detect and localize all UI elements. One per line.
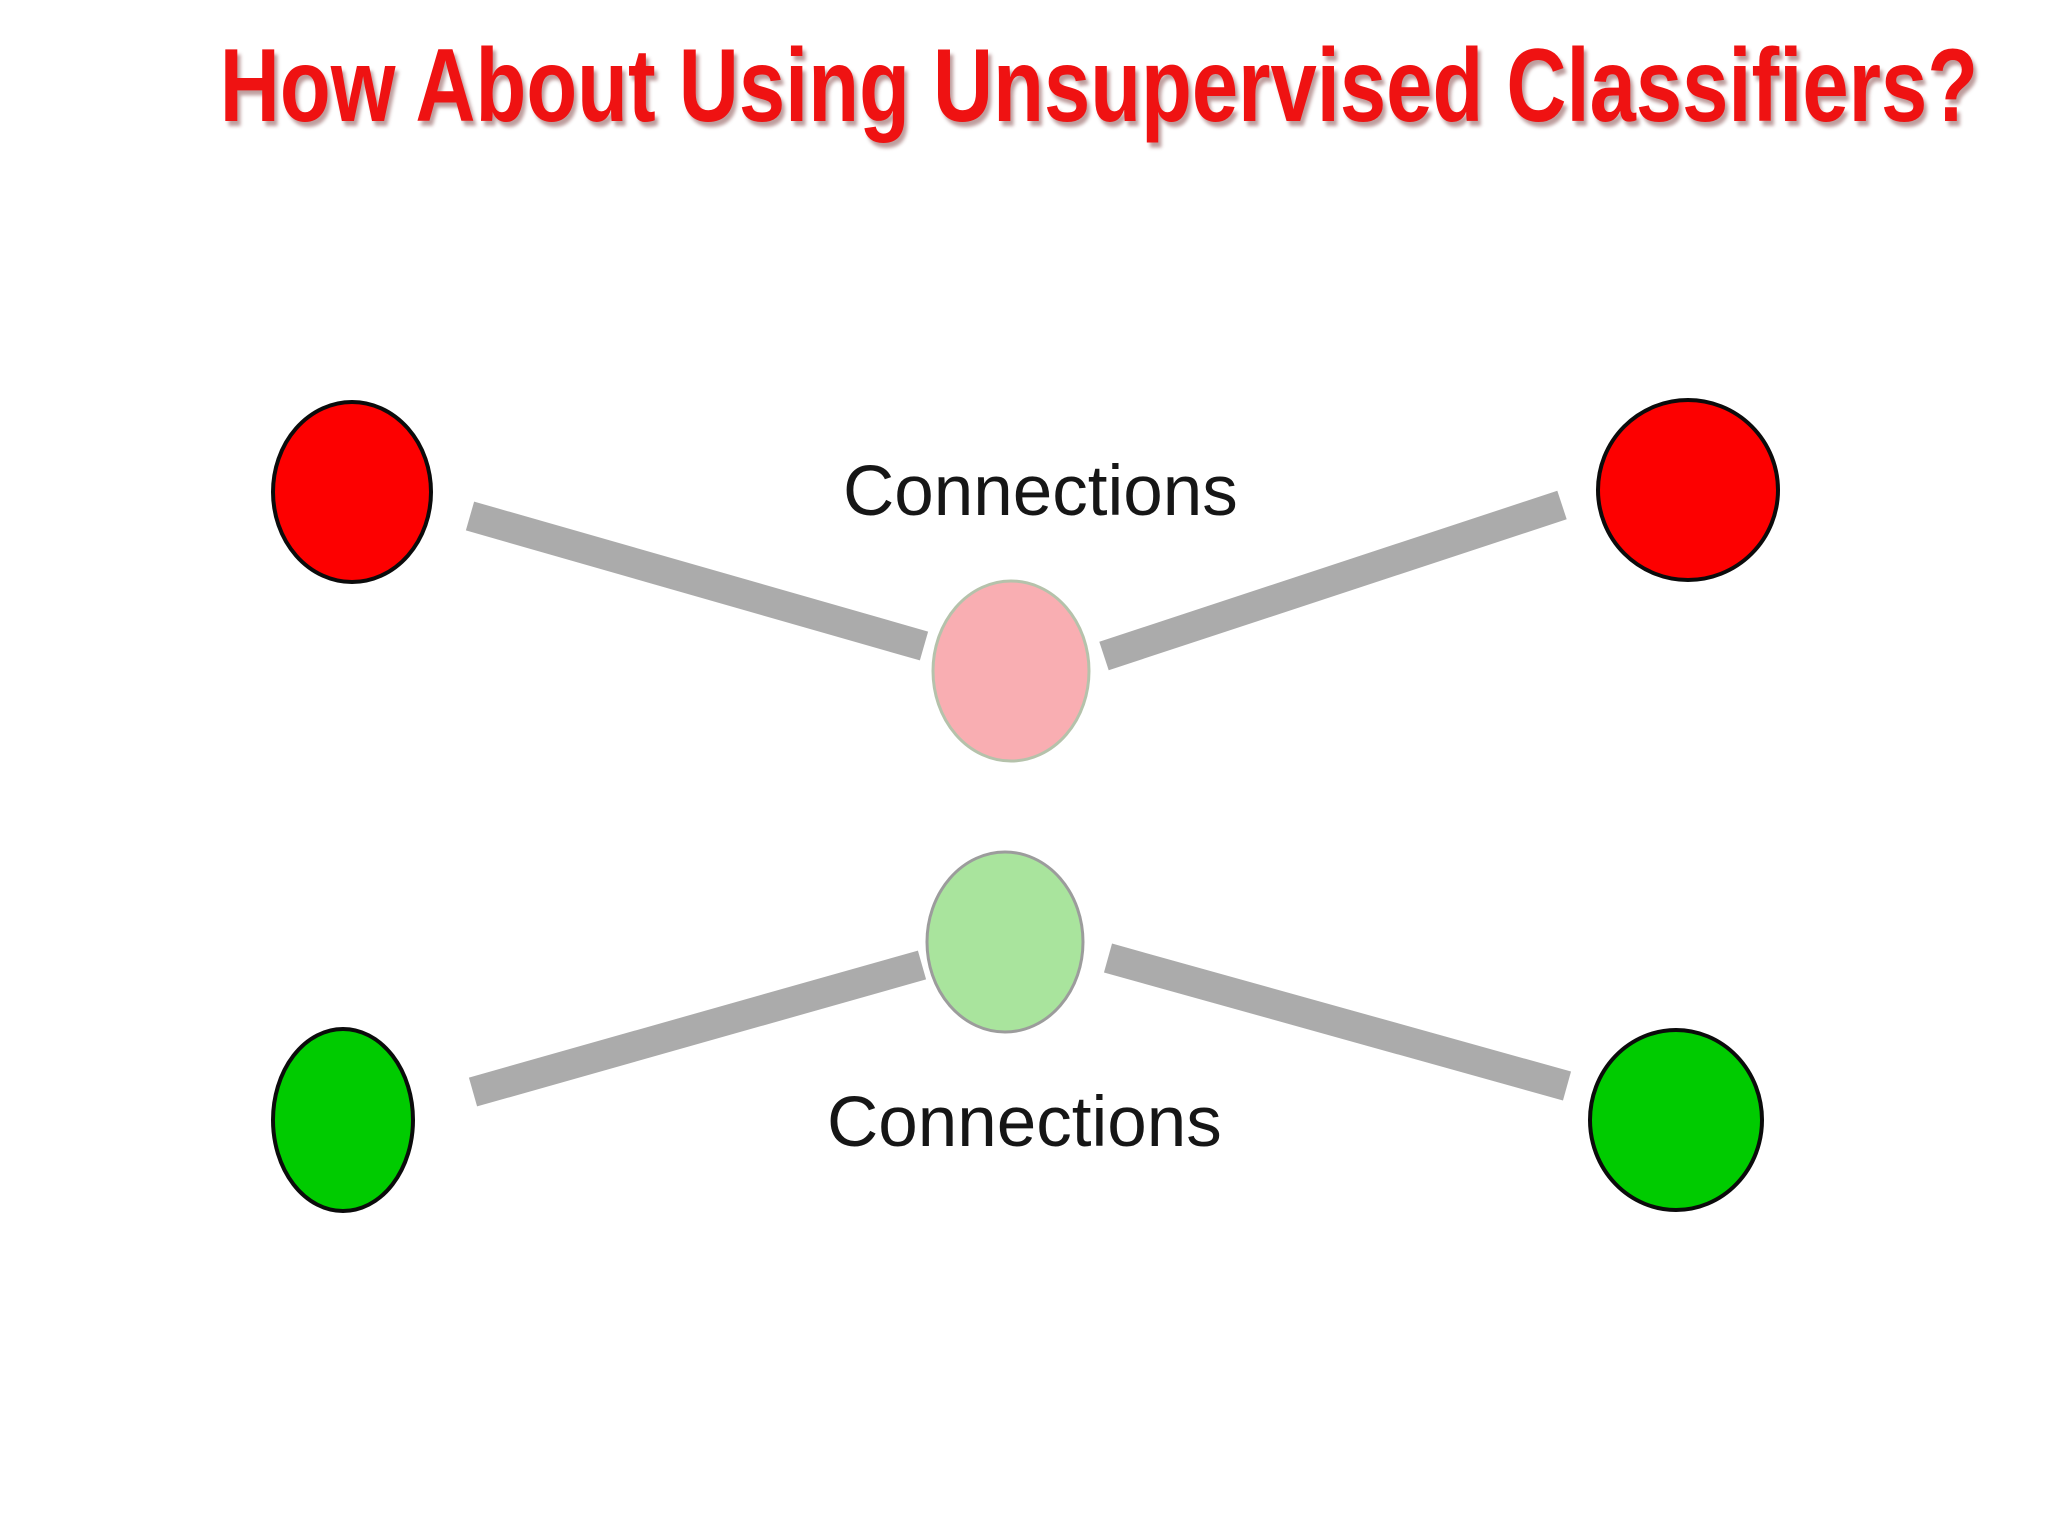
node-green-bottom-right xyxy=(1588,1028,1764,1212)
connector-bottom-left xyxy=(468,950,927,1107)
node-red-top-right xyxy=(1596,398,1780,582)
connector-top-right xyxy=(1099,490,1567,671)
hub-light-green-center xyxy=(925,850,1085,1034)
slide-title-text: How About Using Unsupervised Classifiers… xyxy=(219,28,1979,144)
label-connections-bottom: Connections xyxy=(827,1083,1222,1162)
hub-pink-center xyxy=(931,579,1091,763)
slide-title: How About Using Unsupervised Classifiers… xyxy=(0,34,2048,138)
node-green-bottom-left xyxy=(271,1027,415,1213)
label-connections-top: Connections xyxy=(843,452,1238,531)
connector-top-left xyxy=(465,501,929,661)
connector-bottom-right xyxy=(1103,943,1572,1101)
node-red-top-left xyxy=(271,400,433,584)
